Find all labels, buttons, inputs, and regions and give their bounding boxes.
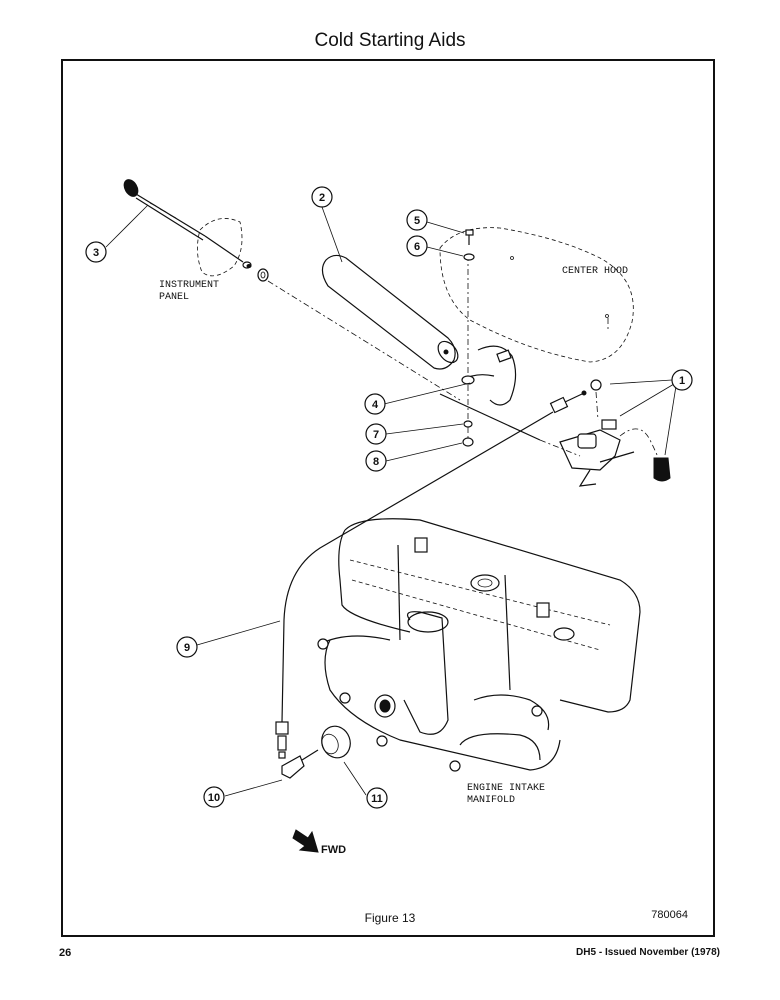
callout-3: 3 xyxy=(85,241,107,263)
ether-cylinder xyxy=(321,254,459,370)
leader-2 xyxy=(321,206,343,263)
primer-knob xyxy=(123,179,206,241)
callout-4: 4 xyxy=(364,393,386,415)
fwd-label: FWD xyxy=(321,844,346,856)
instrument-panel-plate xyxy=(197,218,269,282)
issue-info: DH5 - Issued November (1978) xyxy=(576,947,720,958)
threaded-cable xyxy=(439,393,541,441)
tube-fitting-upper xyxy=(549,390,587,414)
svg-text:3: 3 xyxy=(93,247,99,259)
callout-5: 5 xyxy=(406,209,428,231)
atomizer-nozzle xyxy=(301,725,351,761)
figure-caption: Figure 13 xyxy=(364,911,416,925)
fwd-arrow-icon xyxy=(292,829,319,853)
center-hood-panel xyxy=(439,227,634,363)
cable-path-upper xyxy=(267,280,461,401)
washer-7 xyxy=(463,420,473,428)
svg-text:8: 8 xyxy=(373,456,379,468)
label-panel: PANEL xyxy=(159,292,189,303)
svg-text:11: 11 xyxy=(371,793,383,805)
washer-6 xyxy=(463,253,475,261)
callout-11: 11 xyxy=(366,787,388,809)
callout-6: 6 xyxy=(406,235,428,257)
figure-id: 780064 xyxy=(651,909,688,921)
callout-1: 1 xyxy=(671,369,693,391)
svg-text:1: 1 xyxy=(679,375,685,387)
svg-text:6: 6 xyxy=(414,241,420,253)
label-engine-intake: ENGINE INTAKE xyxy=(467,783,545,794)
svg-text:7: 7 xyxy=(373,429,379,441)
tube-fitting-lower xyxy=(275,721,305,779)
label-manifold: MANIFOLD xyxy=(467,795,515,806)
svg-text:9: 9 xyxy=(184,642,190,654)
callout-8: 8 xyxy=(365,450,387,472)
svg-text:2: 2 xyxy=(319,192,325,204)
callout-10: 10 xyxy=(203,786,225,808)
label-instrument: INSTRUMENT xyxy=(159,280,219,291)
svg-text:4: 4 xyxy=(372,399,379,411)
callout-9: 9 xyxy=(176,636,198,658)
fuel-tube xyxy=(281,411,554,723)
label-center-hood: CENTER HOOD xyxy=(562,266,628,277)
svg-text:10: 10 xyxy=(208,792,220,804)
nut-8 xyxy=(462,437,474,447)
bolt-5 xyxy=(465,229,474,245)
page-title: Cold Starting Aids xyxy=(314,30,466,51)
page-number: 26 xyxy=(59,947,72,959)
callout-2: 2 xyxy=(311,186,333,208)
engine-intake-manifold xyxy=(317,518,641,772)
svg-text:5: 5 xyxy=(414,215,420,227)
callout-7: 7 xyxy=(365,423,387,445)
figure-frame xyxy=(61,59,715,937)
primer-valve xyxy=(559,379,671,487)
cylinder-clamp xyxy=(461,345,517,406)
